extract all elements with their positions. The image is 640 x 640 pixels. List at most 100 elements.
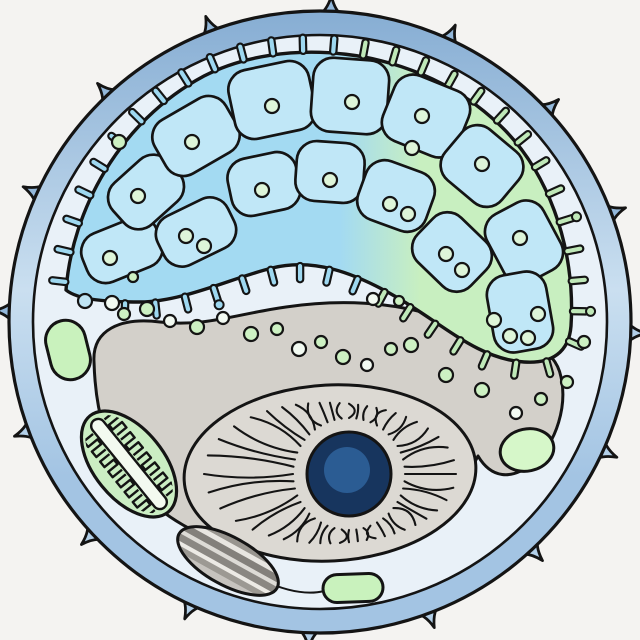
nucleus-radial-line xyxy=(206,454,295,468)
nucleus-radial-line xyxy=(267,507,306,537)
cilium xyxy=(153,300,159,318)
cilium xyxy=(494,108,508,123)
nucleus-radial-line xyxy=(396,500,428,520)
cell-dot xyxy=(183,133,201,151)
nucleus-radial-line xyxy=(308,521,323,544)
cell-dot xyxy=(403,139,421,157)
scatter-dot xyxy=(110,133,128,151)
crista xyxy=(136,451,161,477)
cilium-ball-tip xyxy=(213,299,225,311)
scatter-dot xyxy=(126,270,140,284)
ciliated-crescent-layer xyxy=(48,33,597,380)
cell-dot xyxy=(195,237,213,255)
cell-dot xyxy=(453,261,471,279)
cilium xyxy=(569,277,587,284)
cilium xyxy=(91,159,107,171)
cilium xyxy=(240,276,249,293)
cilium xyxy=(544,359,553,377)
cell-dot xyxy=(343,93,361,111)
scatter-dot xyxy=(576,334,592,350)
cilium xyxy=(324,267,332,285)
stripe xyxy=(177,521,287,586)
nucleus-radial-line xyxy=(306,402,323,427)
cilium xyxy=(390,47,399,65)
cell-dot xyxy=(101,249,119,267)
nucleus-radial-line xyxy=(396,427,429,448)
nucleus-radial-line xyxy=(335,402,343,420)
cilium xyxy=(512,360,519,378)
scatter-dot xyxy=(116,306,132,322)
nucleus-radial-line xyxy=(355,403,360,420)
cilium xyxy=(546,186,564,196)
cilium xyxy=(76,187,93,198)
nucleus-radial-line xyxy=(282,512,311,541)
cilium xyxy=(55,247,73,255)
cilium xyxy=(565,246,583,254)
cell-dot xyxy=(253,181,271,199)
cilium xyxy=(211,285,220,303)
cell-dot xyxy=(501,327,519,345)
cilium xyxy=(401,305,413,321)
crista xyxy=(120,430,145,457)
cell-dot xyxy=(529,305,547,323)
cilium xyxy=(50,278,68,284)
cilium xyxy=(179,70,191,86)
cilium xyxy=(446,71,457,88)
cell-dot xyxy=(129,187,147,205)
nucleus-radial-line xyxy=(374,409,387,427)
nucleus-radial-line xyxy=(403,459,455,468)
nucleus-radial-line xyxy=(217,438,296,461)
vacuole xyxy=(498,427,556,473)
scatter-dot xyxy=(437,366,455,384)
scatter-dot xyxy=(313,334,329,350)
nucleolus-core xyxy=(324,447,370,493)
mitochondrion xyxy=(79,409,179,519)
nucleus-radial-line xyxy=(318,401,329,424)
scatter-dot xyxy=(215,310,231,326)
nucleus-radial-line xyxy=(281,406,311,436)
nucleus-radial-line xyxy=(219,487,296,510)
cilium xyxy=(425,321,438,337)
nucleus-radial-line xyxy=(375,521,386,538)
cell-dot xyxy=(177,227,195,245)
nucleus-radial-line xyxy=(265,410,306,441)
cilium-ball-tip xyxy=(571,211,583,223)
cilium xyxy=(479,352,490,369)
nucleus-radial-line xyxy=(402,487,448,502)
cell-dot xyxy=(485,311,503,329)
nucleus-radial-line xyxy=(387,415,408,436)
cilium xyxy=(64,216,81,226)
nucleus-radial-line xyxy=(319,524,329,545)
cilium xyxy=(331,36,337,54)
cell-dot xyxy=(473,155,491,173)
scatter-dot xyxy=(103,294,121,312)
cilium xyxy=(130,110,144,124)
scatter-dot xyxy=(76,292,94,310)
cilium xyxy=(418,58,429,75)
nucleus-radial-line xyxy=(233,425,299,454)
nucleus-radial-line xyxy=(327,527,336,545)
scatter-dot xyxy=(559,374,575,390)
nucleus-radial-line xyxy=(362,405,369,421)
scatter-dot xyxy=(383,341,399,357)
scatter-dot xyxy=(392,294,406,308)
nucleus-radial-line xyxy=(338,528,348,544)
nucleus-radial-line xyxy=(347,528,351,544)
scatter-dot xyxy=(402,336,420,354)
cell-dot xyxy=(437,245,455,263)
crista xyxy=(115,473,140,499)
vesicle-pill xyxy=(44,318,92,382)
stripe xyxy=(172,531,281,596)
cilium xyxy=(557,216,575,225)
nucleus-radial-line xyxy=(362,527,370,541)
nucleus-radial-line xyxy=(251,500,302,531)
nucleus-radial-line xyxy=(328,401,336,421)
mitochondrion-central-band xyxy=(89,417,169,511)
cilium xyxy=(182,294,191,312)
scatter-dot xyxy=(533,391,549,407)
nucleus-radial-line xyxy=(202,472,295,479)
scatter-dot xyxy=(162,313,178,329)
nucleus-radial-line xyxy=(392,420,418,441)
